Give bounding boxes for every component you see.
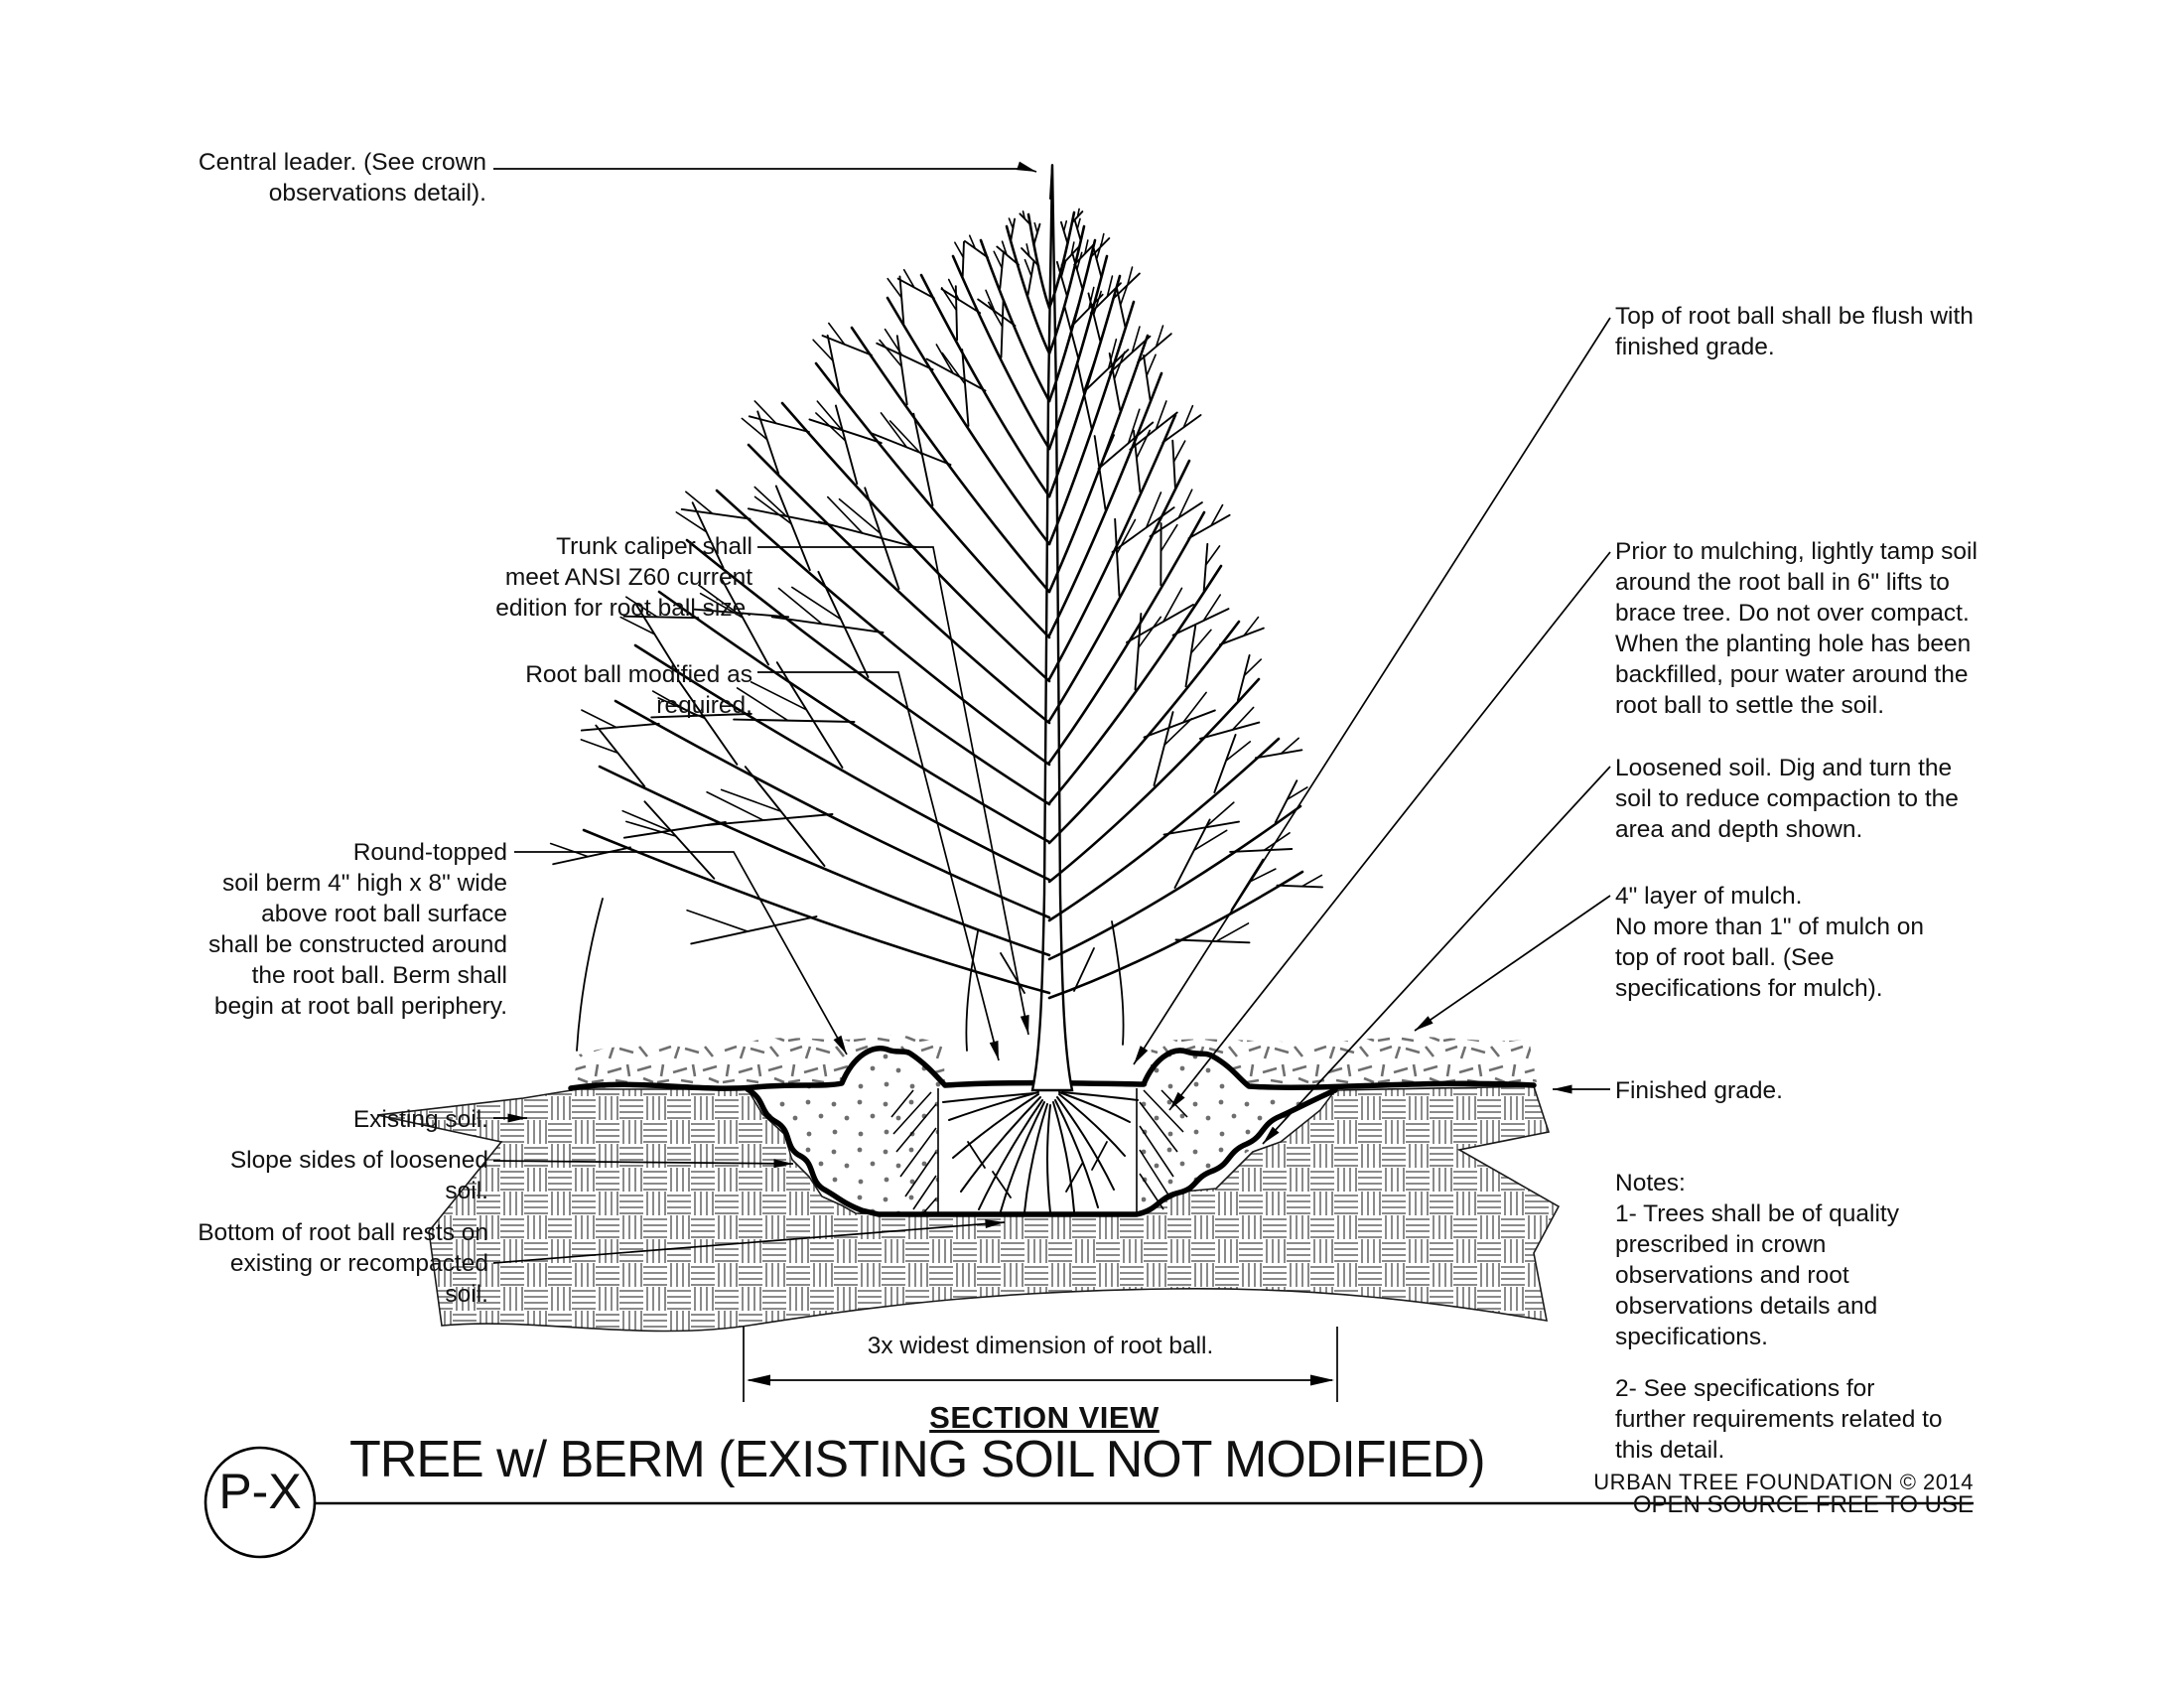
sheet-title: TREE w/ BERM (EXISTING SOIL NOT MODIFIED…: [349, 1431, 1486, 1488]
callout-bottom-root-ball: Bottom of root ball rests on existing or…: [198, 1219, 488, 1308]
backfill-soil-right: [1140, 1051, 1330, 1213]
callout-trunk-caliper: Trunk caliper shall meet ANSI Z60 curren…: [495, 533, 752, 622]
dimension-3x-root-ball: [743, 1327, 1338, 1402]
note-2-block: 2- See specifications for further requir…: [1615, 1375, 1943, 1464]
leader-soil-berm: [514, 851, 848, 1055]
attribution-line-1: URBAN TREE FOUNDATION © 2014: [1593, 1470, 1974, 1494]
existing-soil-hatch: [376, 1085, 1561, 1333]
leader-central-leader: [493, 161, 1037, 173]
leader-lines: [492, 161, 1611, 1264]
mulch-layer-right: [1150, 1036, 1537, 1086]
attribution-line-2: OPEN SOURCE FREE TO USE: [1632, 1491, 1974, 1518]
backfill-soil-left: [759, 1049, 943, 1213]
callout-existing-soil: Existing soil.: [352, 1106, 488, 1133]
callout-soil-berm: Round-topped soil berm 4" high x 8" wide…: [208, 839, 507, 1020]
leader-slope-sides: [492, 1159, 794, 1169]
callout-mulch-layer: 4" layer of mulch. No more than 1" of mu…: [1615, 883, 1925, 1002]
callout-slope-sides: Slope sides of loosened soil.: [229, 1147, 488, 1204]
dimension-arrowheads: [747, 1374, 1334, 1386]
root-ball-side-hatch: [890, 1089, 1188, 1214]
detail-id-label: P-X: [218, 1464, 302, 1519]
callout-top-of-root-ball: Top of root ball shall be flush with fin…: [1615, 303, 1974, 360]
root-system: [942, 1091, 1139, 1213]
leader-prior-to-mulching: [1168, 551, 1611, 1111]
callout-loosened-soil: Loosened soil. Dig and turn the soil to …: [1615, 755, 1959, 843]
leader-mulch-layer: [1414, 895, 1611, 1032]
callout-prior-to-mulching: Prior to mulching, lightly tamp soil aro…: [1615, 538, 1978, 719]
planting-hole-outline: [568, 1046, 1537, 1217]
callout-finished-grade: Finished grade.: [1615, 1077, 1783, 1104]
leader-bottom-root-ball: [492, 1219, 1006, 1264]
leader-root-ball-modified: [757, 671, 1000, 1061]
tree-crown: [549, 164, 1323, 1052]
leader-loosened-soil: [1262, 766, 1611, 1145]
dimension-label: 3x widest dimension of root ball.: [867, 1333, 1214, 1359]
callout-root-ball-modified: Root ball modified as required.: [525, 661, 752, 719]
leader-trunk-caliper: [757, 546, 1029, 1036]
leader-top-of-root-ball: [1133, 317, 1611, 1065]
notes-block: Notes: 1- Trees shall be of quality pres…: [1615, 1170, 1899, 1350]
section-view-label: SECTION VIEW: [929, 1400, 1160, 1435]
callout-central-leader: Central leader. (See crown observations …: [198, 149, 486, 207]
